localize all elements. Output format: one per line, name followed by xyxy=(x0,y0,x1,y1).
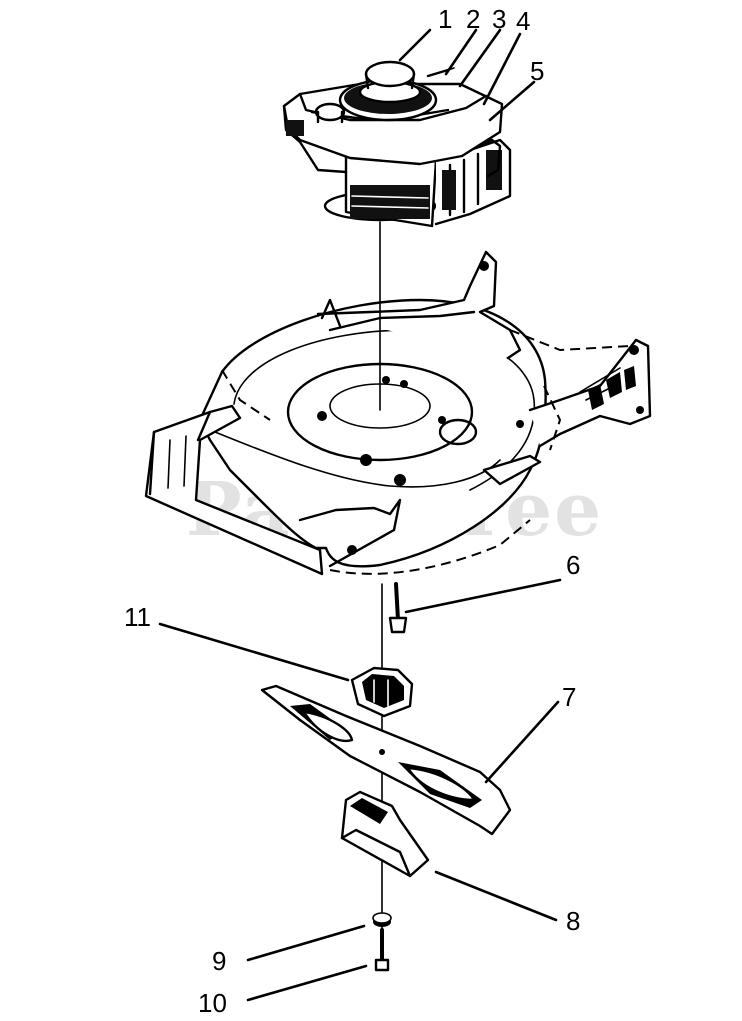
mower-deck xyxy=(144,250,652,576)
leader-lines xyxy=(158,28,562,1002)
callout-4: 4 xyxy=(516,6,530,36)
blade-adapter-part-11 xyxy=(350,666,414,718)
callout-9: 9 xyxy=(212,946,226,976)
bolt-part-6 xyxy=(388,582,408,634)
callout-1: 1 xyxy=(438,4,452,34)
callout-11: 11 xyxy=(124,602,151,632)
center-axis-line xyxy=(379,221,383,969)
bolt-part-10 xyxy=(374,928,390,972)
callout-3: 3 xyxy=(492,4,506,34)
callout-7: 7 xyxy=(562,682,576,712)
callout-6: 6 xyxy=(566,550,580,580)
callout-8: 8 xyxy=(566,906,580,936)
callout-5: 5 xyxy=(530,56,544,86)
washer-part-9 xyxy=(372,912,392,927)
baffle-part-8 xyxy=(340,790,430,878)
engine-cooling-fins xyxy=(350,185,430,219)
callout-2: 2 xyxy=(466,4,480,34)
callout-10: 10 xyxy=(198,988,227,1018)
engine xyxy=(282,60,512,228)
blade-part-7 xyxy=(260,684,512,836)
